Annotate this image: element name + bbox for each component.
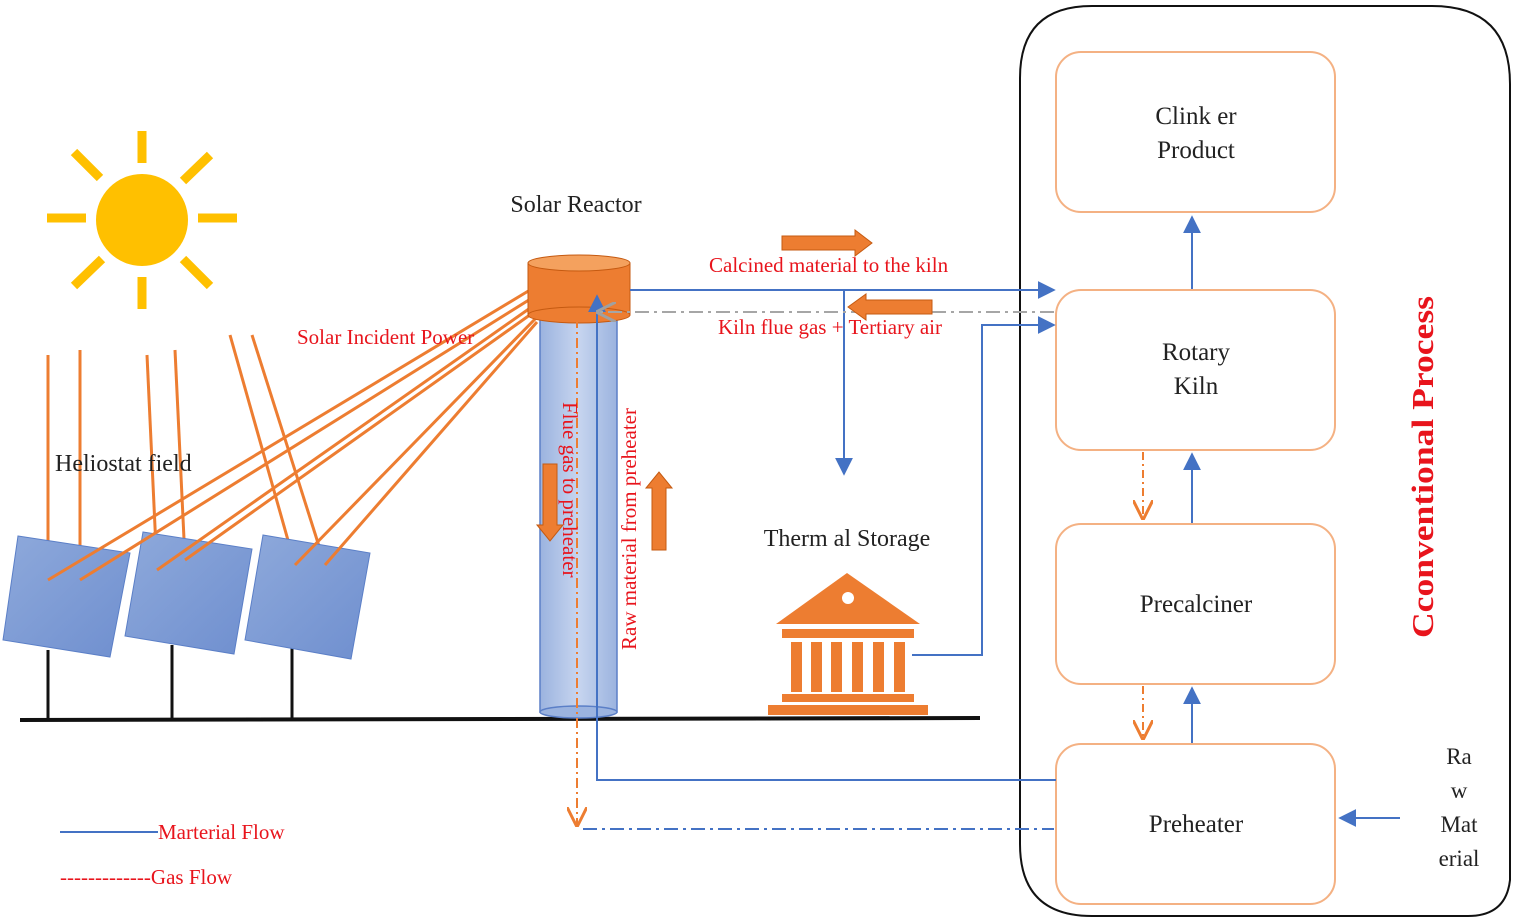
raw-material-label: Ra w Mat erial bbox=[1439, 744, 1480, 871]
kiln-flue-gas-label: Kiln flue gas + Tertiary air bbox=[718, 315, 942, 339]
rotary-kiln-line-2: Kiln bbox=[1174, 373, 1219, 400]
right-block-arrow-icon bbox=[781, 228, 873, 258]
gas-flow-lines bbox=[577, 312, 1143, 830]
conventional-process-label: Cconventional Process bbox=[1405, 296, 1440, 638]
material-flow-lines bbox=[588, 215, 1400, 827]
svg-text:Mat: Mat bbox=[1440, 812, 1478, 837]
flue-gas-to-preheater-label: Flue gas to preheater bbox=[558, 402, 582, 578]
calcined-material-label: Calcined material to the kiln bbox=[709, 253, 949, 277]
legend: Marterial Flow -------------Gas Flow bbox=[60, 820, 285, 889]
svg-text:Ra: Ra bbox=[1446, 744, 1472, 769]
precalciner-label: Precalciner bbox=[1140, 591, 1253, 618]
legend-material-flow: Marterial Flow bbox=[158, 820, 285, 844]
preheater-box: Preheater bbox=[1055, 743, 1336, 905]
sun-icon bbox=[47, 131, 237, 309]
up-block-arrow-icon bbox=[644, 471, 674, 551]
clinker-line-2: Product bbox=[1157, 137, 1235, 164]
precalciner-box: Precalciner bbox=[1055, 523, 1336, 685]
solar-incident-power-label: Solar Incident Power bbox=[297, 325, 474, 349]
raw-material-from-preheater-label: Raw material from preheater bbox=[617, 408, 641, 650]
heliostat-field-icon bbox=[2, 531, 981, 722]
preheater-label: Preheater bbox=[1149, 811, 1244, 838]
solar-reactor-label: Solar Reactor bbox=[510, 192, 641, 218]
svg-text:erial: erial bbox=[1439, 846, 1480, 871]
rotary-kiln-line-1: Rotary bbox=[1162, 339, 1231, 366]
ground-line bbox=[19, 716, 981, 722]
svg-text:w: w bbox=[1451, 778, 1468, 803]
down-block-arrow-icon bbox=[535, 463, 565, 542]
block-arrows bbox=[535, 228, 933, 551]
legend-gas-flow: -------------Gas Flow bbox=[60, 865, 233, 889]
clinker-product-box: Clink er Product bbox=[1055, 51, 1336, 213]
reflected-rays bbox=[47, 288, 539, 582]
clinker-line-1: Clink er bbox=[1155, 103, 1237, 130]
thermal-storage-icon bbox=[768, 573, 928, 715]
heliostat-field-label: Heliostat field bbox=[55, 451, 192, 477]
conventional-process-container bbox=[1019, 5, 1511, 917]
rotary-kiln-box: Rotary Kiln bbox=[1055, 289, 1336, 451]
left-block-arrow-icon bbox=[847, 293, 933, 321]
thermal-storage-label: Therm al Storage bbox=[764, 526, 931, 552]
